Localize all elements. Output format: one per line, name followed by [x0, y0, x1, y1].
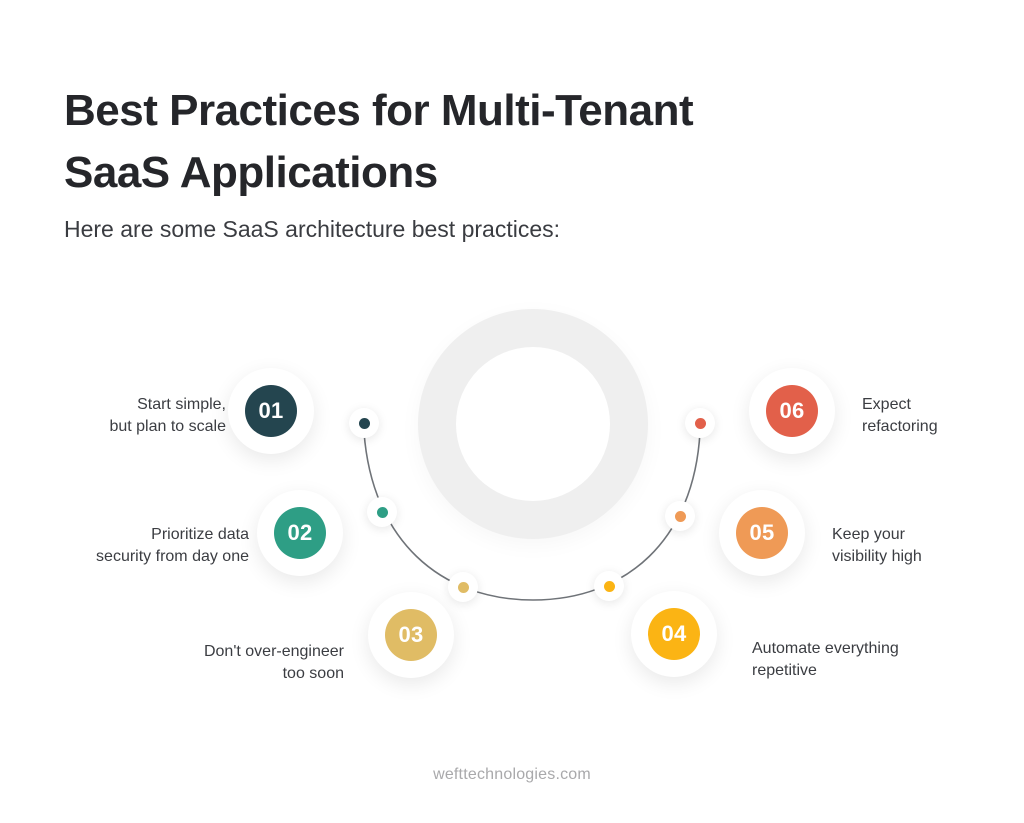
step-number-03: 03	[385, 609, 437, 661]
arc-dot-03	[448, 572, 478, 602]
step-badge-01[interactable]: 01	[228, 368, 314, 454]
arc-dot-05	[665, 501, 695, 531]
step-number-02: 02	[274, 507, 326, 559]
step-number-04: 04	[648, 608, 700, 660]
page-subtitle: Here are some SaaS architecture best pra…	[64, 216, 561, 242]
center-ring-decoration	[418, 309, 648, 539]
arc-dot-06-fill	[694, 417, 706, 429]
step-label-02: Prioritize data security from day one	[96, 526, 249, 565]
step-number-06: 06	[766, 385, 818, 437]
footer-website: wefttechnologies.com	[433, 766, 591, 783]
step-badge-02[interactable]: 02	[257, 490, 343, 576]
step-number-01: 01	[245, 385, 297, 437]
arc-dot-03-fill	[457, 581, 469, 593]
arc-dot-04-fill	[603, 580, 615, 592]
step-label-06: Expect refactoring	[862, 396, 938, 435]
arc-dot-01-fill	[358, 417, 370, 429]
arc-dot-02	[367, 497, 397, 527]
step-badge-05[interactable]: 05	[719, 490, 805, 576]
step-label-05: Keep your visibility high	[832, 526, 922, 565]
arc-dot-06	[685, 408, 715, 438]
step-badge-06[interactable]: 06	[749, 368, 835, 454]
arc-dot-02-fill	[376, 506, 388, 518]
step-badge-04[interactable]: 04	[631, 591, 717, 677]
step-number-05: 05	[736, 507, 788, 559]
step-badge-03[interactable]: 03	[368, 592, 454, 678]
center-ring-hole	[456, 347, 610, 501]
step-label-01: Start simple, but plan to scale	[109, 396, 226, 435]
header: Best Practices for Multi-Tenant SaaS App…	[64, 80, 764, 244]
step-label-03: Don't over-engineer too soon	[203, 643, 344, 682]
step-label-04: Automate everything repetitive	[752, 640, 899, 679]
arc-dot-01	[349, 408, 379, 438]
arc-dot-04	[594, 571, 624, 601]
arc-dot-05-fill	[674, 510, 686, 522]
page-title: Best Practices for Multi-Tenant SaaS App…	[64, 86, 694, 197]
